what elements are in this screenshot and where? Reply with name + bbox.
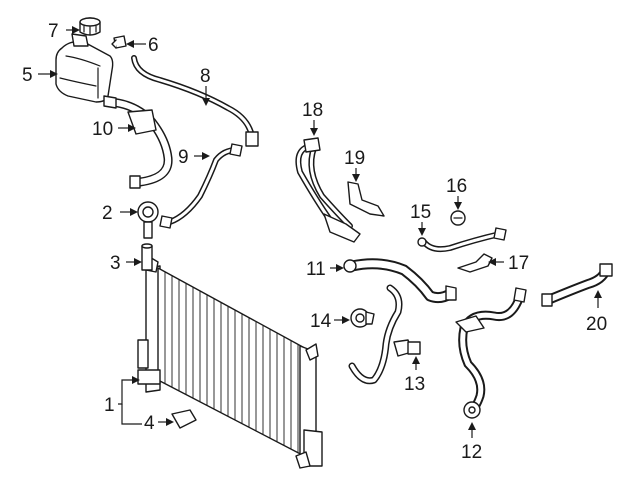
lower-bracket <box>171 409 197 429</box>
bleeder-cap <box>450 210 466 226</box>
heater-hose <box>417 227 507 253</box>
callout-4: 4 <box>144 413 155 434</box>
callout-labels: 1 2 3 4 5 6 7 8 9 10 11 12 13 14 15 16 1… <box>22 21 607 463</box>
callout-12: 12 <box>461 442 482 463</box>
expansion-tank <box>55 33 114 103</box>
upper-hose <box>103 95 173 189</box>
callout-17: 17 <box>508 253 529 274</box>
callout-9: 9 <box>178 147 189 168</box>
callout-20: 20 <box>586 314 607 335</box>
coolant-pipes <box>295 137 361 243</box>
overflow-hose <box>131 55 259 147</box>
radiator-core-fins <box>164 271 306 457</box>
return-hose <box>348 284 421 385</box>
lower-hose <box>343 258 457 304</box>
callout-10: 10 <box>92 119 113 140</box>
thermostat <box>137 201 159 239</box>
callout-7: 7 <box>48 21 59 42</box>
leader-lines <box>38 26 602 438</box>
callout-16: 16 <box>446 176 467 197</box>
callout-19: 19 <box>344 148 365 169</box>
water-outlet <box>350 308 375 328</box>
callout-11: 11 <box>306 259 326 280</box>
radiator-outlet-hose <box>541 263 613 307</box>
drain-plug <box>141 243 153 271</box>
callout-6: 6 <box>148 35 159 56</box>
callout-1: 1 <box>104 395 115 416</box>
callout-15: 15 <box>410 202 431 223</box>
hose-bracket <box>457 253 493 273</box>
callout-8: 8 <box>200 66 211 87</box>
callout-3: 3 <box>110 253 121 274</box>
temperature-sensor <box>111 35 127 49</box>
bypass-hose <box>159 143 243 229</box>
pipe-bracket <box>347 181 385 217</box>
engine-hose <box>455 287 527 419</box>
callout-5: 5 <box>22 65 33 86</box>
callout-2: 2 <box>102 203 113 224</box>
pressure-cap <box>79 17 101 36</box>
callout-14: 14 <box>310 311 332 332</box>
radiator <box>137 255 323 469</box>
callout-18: 18 <box>302 100 323 121</box>
callout-13: 13 <box>404 374 425 395</box>
